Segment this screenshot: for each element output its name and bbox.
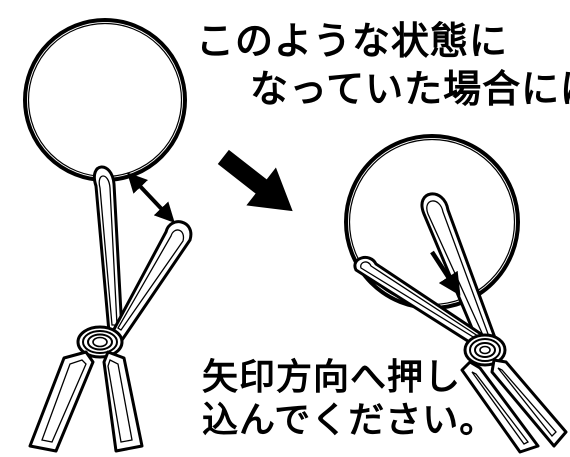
arrow-down-icon [430,250,461,296]
caption-bottom-line-1: 矢印方向へ押し [202,357,462,398]
right-clip-handle-right-inner [497,367,557,437]
right-clip-main-arm-inner [426,200,492,345]
left-clip-side-arm-inner [117,229,185,331]
double-headed-arrow-icon [127,172,175,223]
left-clip-assembly [23,18,193,453]
right-clip-side-arm-inner [360,261,485,344]
left-clip-handle-right-inner [107,359,133,443]
left-ring [23,18,187,182]
left-clip-handle-left-inner [41,359,87,443]
caption-bottom-line-2: 込んでください。 [202,400,497,441]
left-clip-main-arm-inner [98,175,118,326]
left-clip-spring [76,325,124,359]
caption-top-line-2: なっていた場合には [250,67,570,111]
right-clip-handle-left-inner [471,371,529,445]
left-clip-handle-right [102,350,144,453]
left-ring-inner-edge [27,22,183,178]
left-clip-main-arm [92,165,124,334]
right-clip-spring [463,333,507,367]
left-clip-handle-left [28,350,95,453]
arrow-down-right-icon [217,149,293,212]
right-clip-handle-right [490,358,568,448]
caption-top-line-1: このような状態に [196,19,509,63]
left-clip-side-arm [110,220,193,343]
